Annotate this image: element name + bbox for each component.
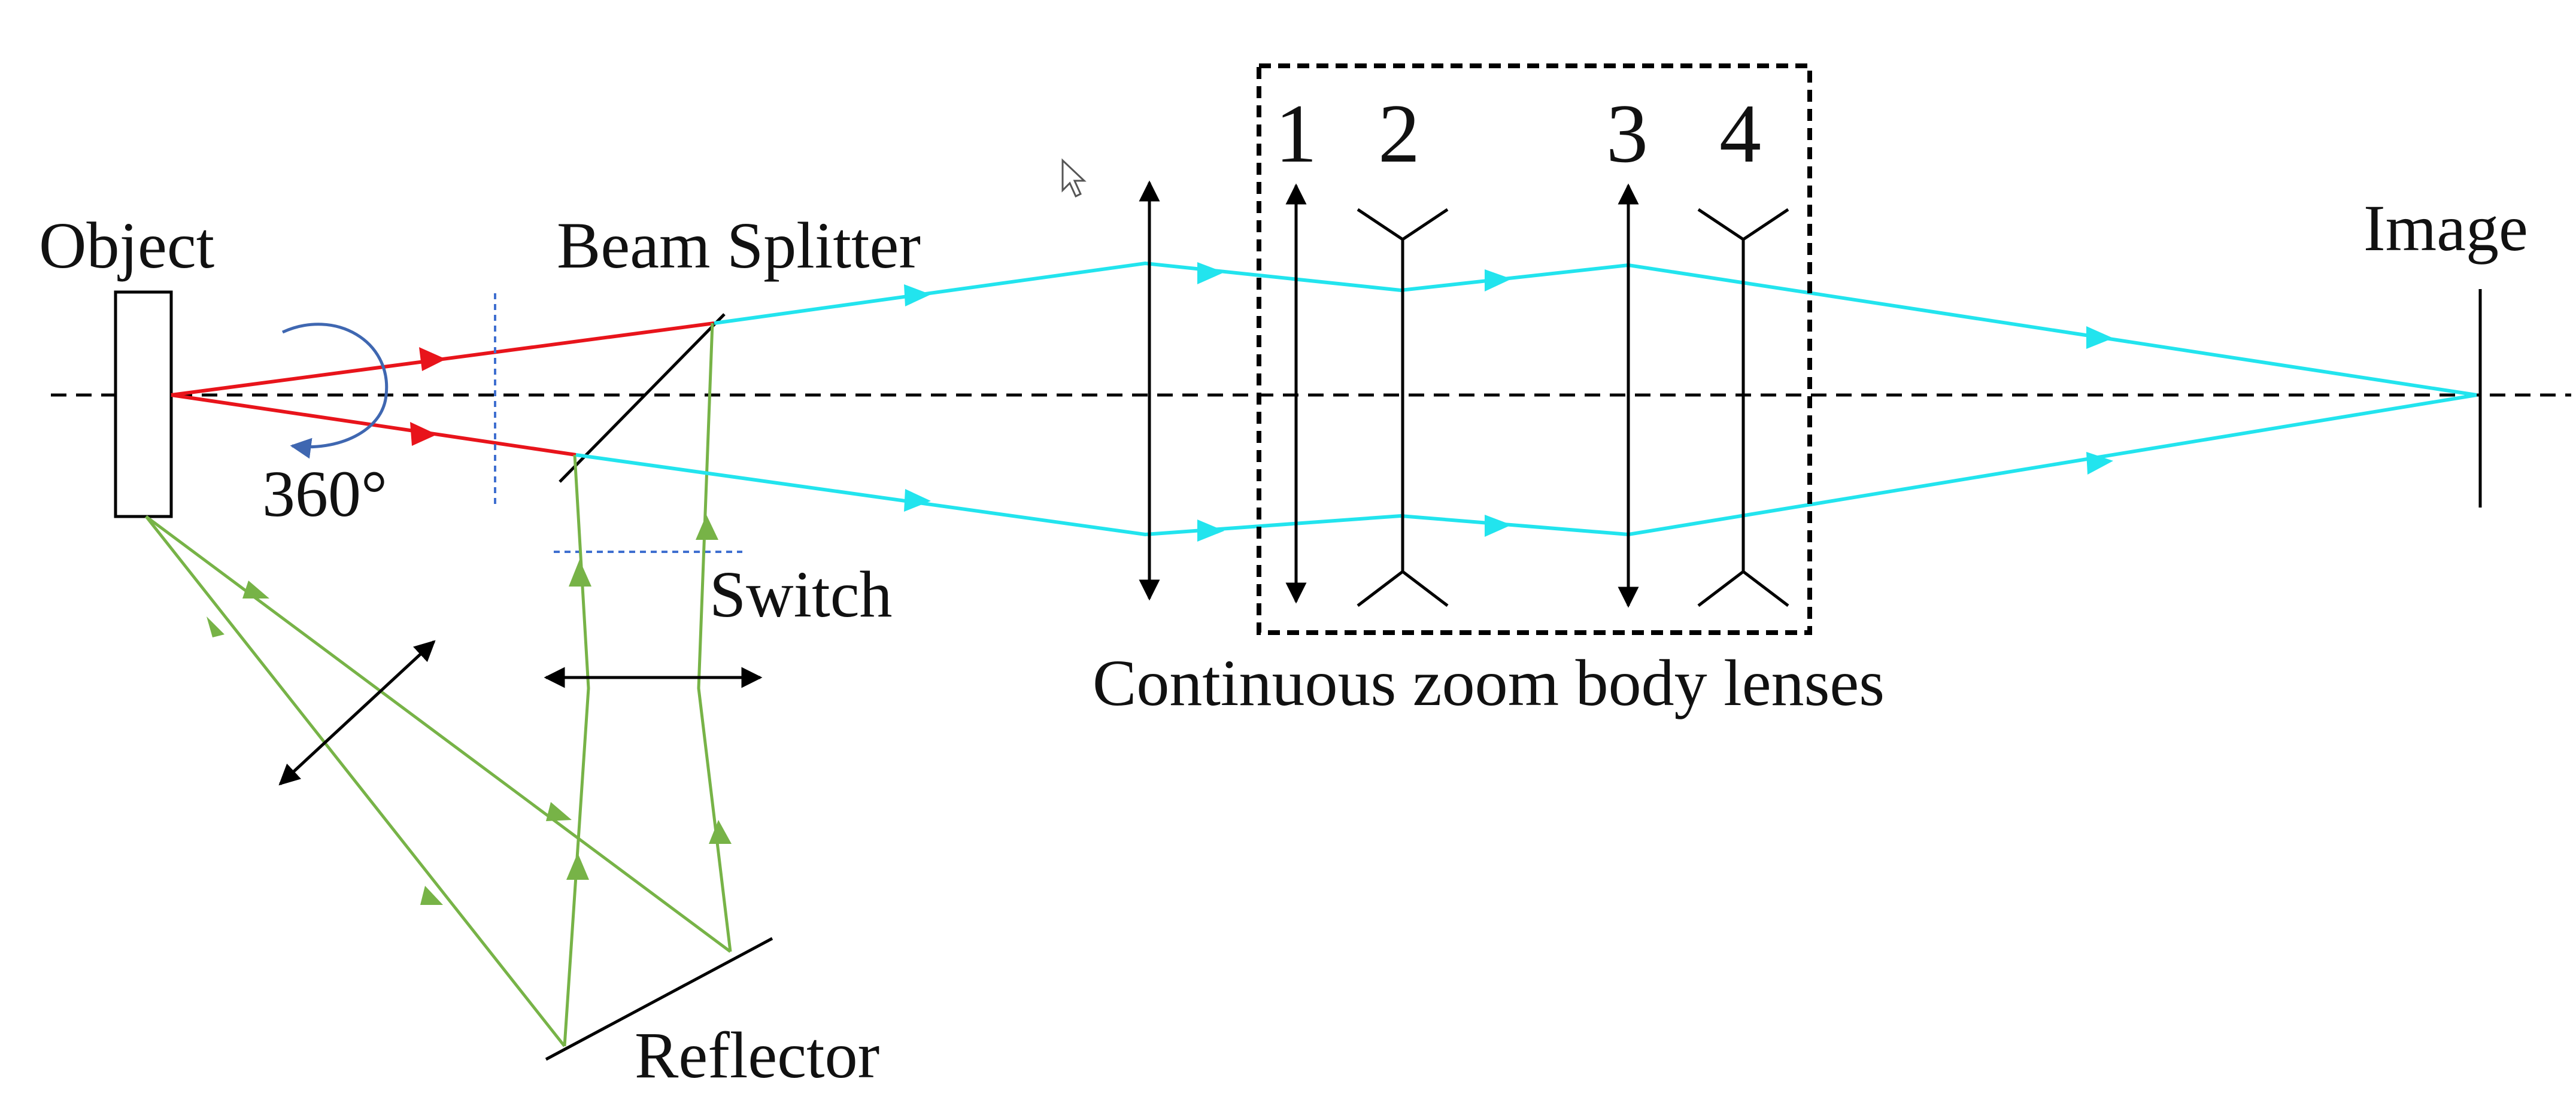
rotation-arrow-icon <box>281 323 389 459</box>
imaging-ray-arrows <box>904 262 2113 542</box>
object-rays <box>171 321 715 457</box>
object-element <box>114 290 173 518</box>
beam-splitter <box>559 313 726 483</box>
object-ray-arrows <box>410 347 446 446</box>
lens-1-label: 1 <box>1275 87 1317 180</box>
reflector <box>545 937 773 1061</box>
beam-splitter-label: Beam Splitter <box>557 209 921 282</box>
lens-3-label: 3 <box>1606 87 1648 180</box>
zoom-lens-4 <box>1697 208 1789 607</box>
movable-lens-arrow <box>278 640 436 786</box>
lens-2-label: 2 <box>1378 87 1420 180</box>
cursor-icon <box>1061 158 1087 198</box>
rotation-label: 360° <box>262 457 387 530</box>
lens-4-label: 4 <box>1719 87 1761 180</box>
reflected-rays <box>145 323 732 1047</box>
zoom-lens-2 <box>1357 208 1449 607</box>
switch-label: Switch <box>709 558 893 631</box>
reflected-ray-arrows <box>207 515 732 905</box>
zoom-group-box <box>1257 63 1812 635</box>
imaging-rays <box>575 261 2477 537</box>
zoom-group-label: Continuous zoom body lenses <box>1093 646 1885 719</box>
reflector-label: Reflector <box>635 1019 879 1092</box>
object-label: Object <box>39 209 214 282</box>
image-label: Image <box>2363 192 2528 265</box>
